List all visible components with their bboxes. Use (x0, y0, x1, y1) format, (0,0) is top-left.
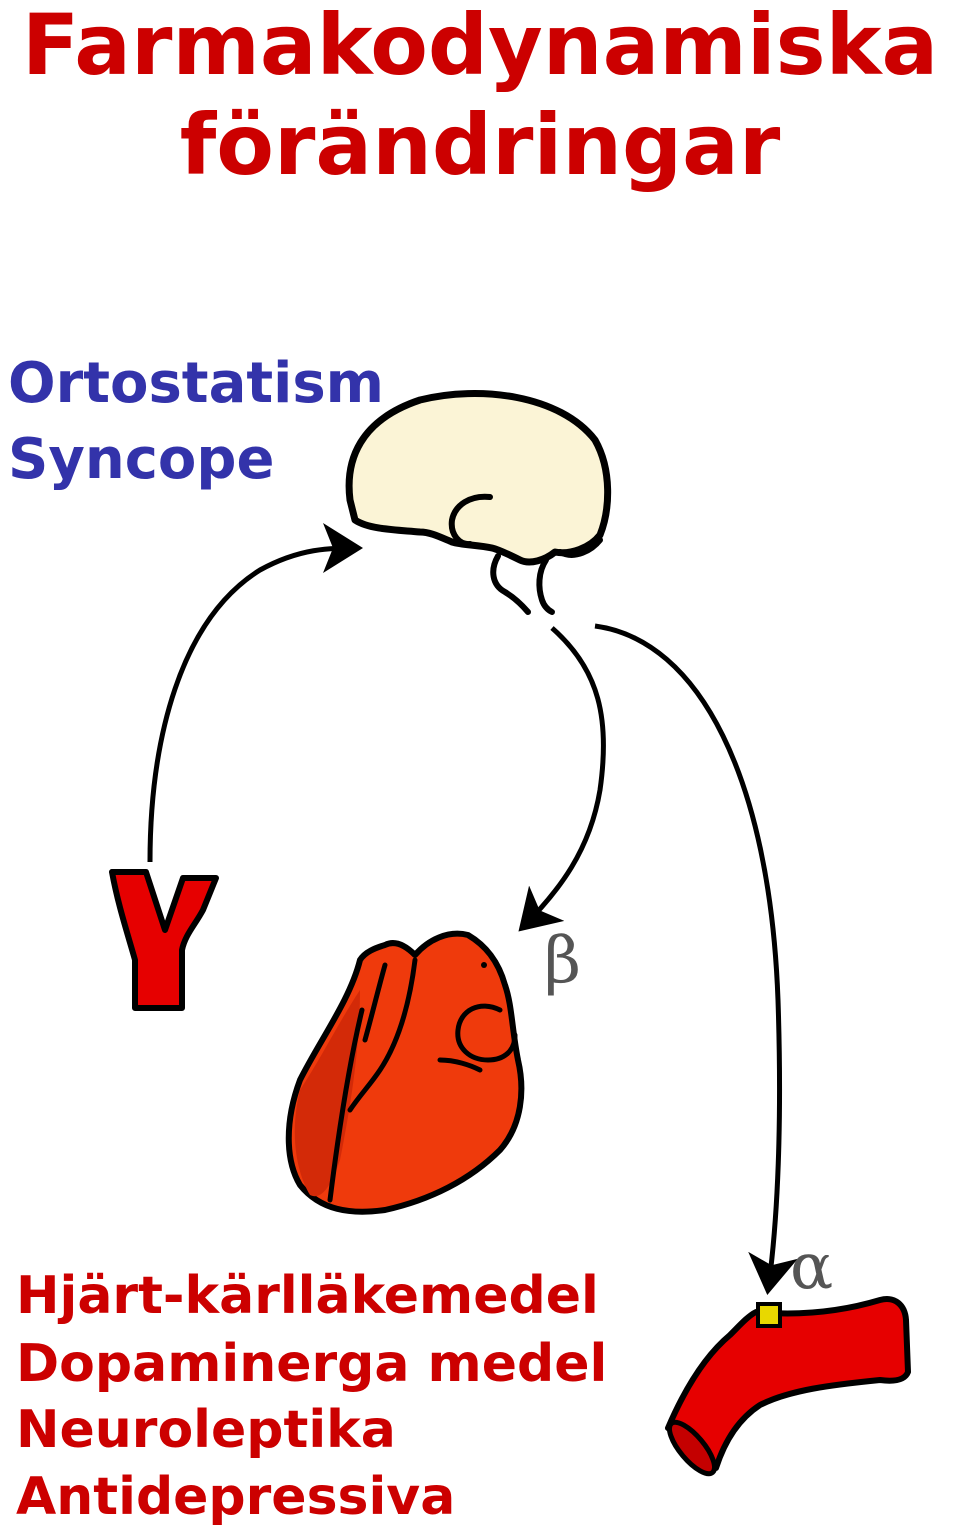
heart-icon (285, 930, 525, 1215)
title-line-2: förändringar (179, 96, 781, 194)
drug-class-4: Antidepressiva (16, 1467, 456, 1527)
drug-class-1: Hjärt-kärlläkemedel (16, 1266, 599, 1326)
arrow-vessel-to-brain (147, 523, 363, 863)
drug-class-2: Dopaminerga medel (16, 1334, 608, 1394)
brain-icon (345, 390, 612, 615)
beta-receptor-label: β (544, 924, 581, 998)
alpha-receptor-label: α (790, 1230, 834, 1304)
title-line-1: Farmakodynamiska (21, 0, 939, 94)
effect-ortostatism: Ortostatism (8, 351, 385, 416)
arrow-brain-to-vessel (594, 623, 798, 1295)
blood-vessel-icon (665, 1296, 911, 1477)
drug-class-3: Neuroleptika (16, 1400, 396, 1460)
arrow-brain-to-heart (518, 626, 606, 932)
carotid-vessel-icon (109, 869, 219, 1011)
effect-syncope: Syncope (8, 427, 275, 492)
